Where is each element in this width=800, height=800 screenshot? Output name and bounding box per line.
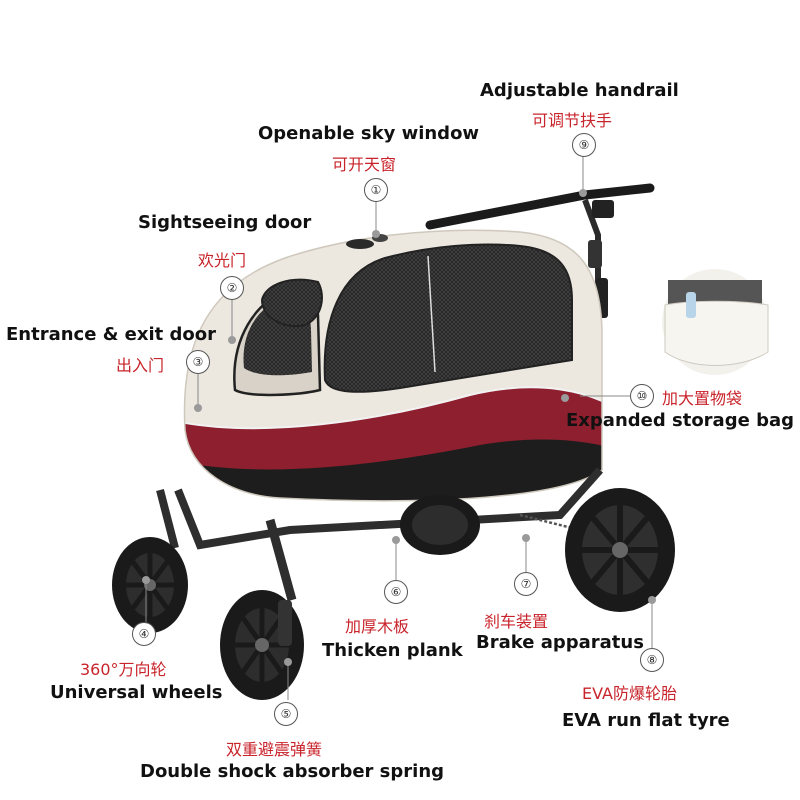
callout-3-label-cn: 出入门 <box>116 356 165 375</box>
callout-dots <box>142 189 656 666</box>
rear-middle-wheel-icon <box>400 495 480 555</box>
callout-9-number: ⑨ <box>572 133 596 157</box>
callout-10-label-en: Expanded storage bag <box>566 410 794 431</box>
callout-9-label-en: Adjustable handrail <box>480 80 679 101</box>
callout-2-label-en: Sightseeing door <box>138 212 312 233</box>
side-window <box>323 243 573 393</box>
callout-7-number: ⑦ <box>514 572 538 596</box>
callout-3-number: ③ <box>186 350 210 374</box>
callout-1-label-cn: 可开天窗 <box>332 155 397 174</box>
callout-5-label-cn: 双重避震弹簧 <box>226 740 323 759</box>
callout-10-number: ⑩ <box>630 384 654 408</box>
rear-right-wheel-icon <box>565 488 675 612</box>
callout-2-number: ② <box>220 276 244 300</box>
callout-8-label-cn: EVA防爆轮胎 <box>582 684 677 703</box>
callout-leaders <box>145 155 653 700</box>
callout-5-number: ⑤ <box>274 702 298 726</box>
callout-6-label-cn: 加厚木板 <box>345 617 410 636</box>
front-right-wheel-icon <box>220 590 304 700</box>
callout-7-label-cn: 刹车装置 <box>484 612 549 631</box>
front-left-wheel-icon <box>112 537 188 633</box>
callout-9-label-cn: 可调节扶手 <box>532 111 613 130</box>
callout-4-label-cn: 360°万向轮 <box>80 660 167 679</box>
callout-7-label-en: Brake apparatus <box>476 632 644 653</box>
callout-4-number: ④ <box>132 622 156 646</box>
callout-6-label-en: Thicken plank <box>322 640 463 661</box>
callout-4-label-en: Universal wheels <box>50 682 223 703</box>
callout-6-number: ⑥ <box>384 580 408 604</box>
callout-1-label-en: Openable sky window <box>258 123 480 144</box>
storage-bag-inset <box>662 269 769 375</box>
sky-window <box>346 239 374 249</box>
callout-3-label-en: Entrance & exit door <box>6 324 217 345</box>
callout-8-number: ⑧ <box>640 648 664 672</box>
callout-2-label-cn: 欢光门 <box>198 251 247 270</box>
callout-8-label-en: EVA run flat tyre <box>562 710 730 731</box>
callout-1-number: ① <box>364 178 388 202</box>
callout-10-label-cn: 加大置物袋 <box>662 389 743 408</box>
callout-5-label-en: Double shock absorber spring <box>140 761 445 782</box>
